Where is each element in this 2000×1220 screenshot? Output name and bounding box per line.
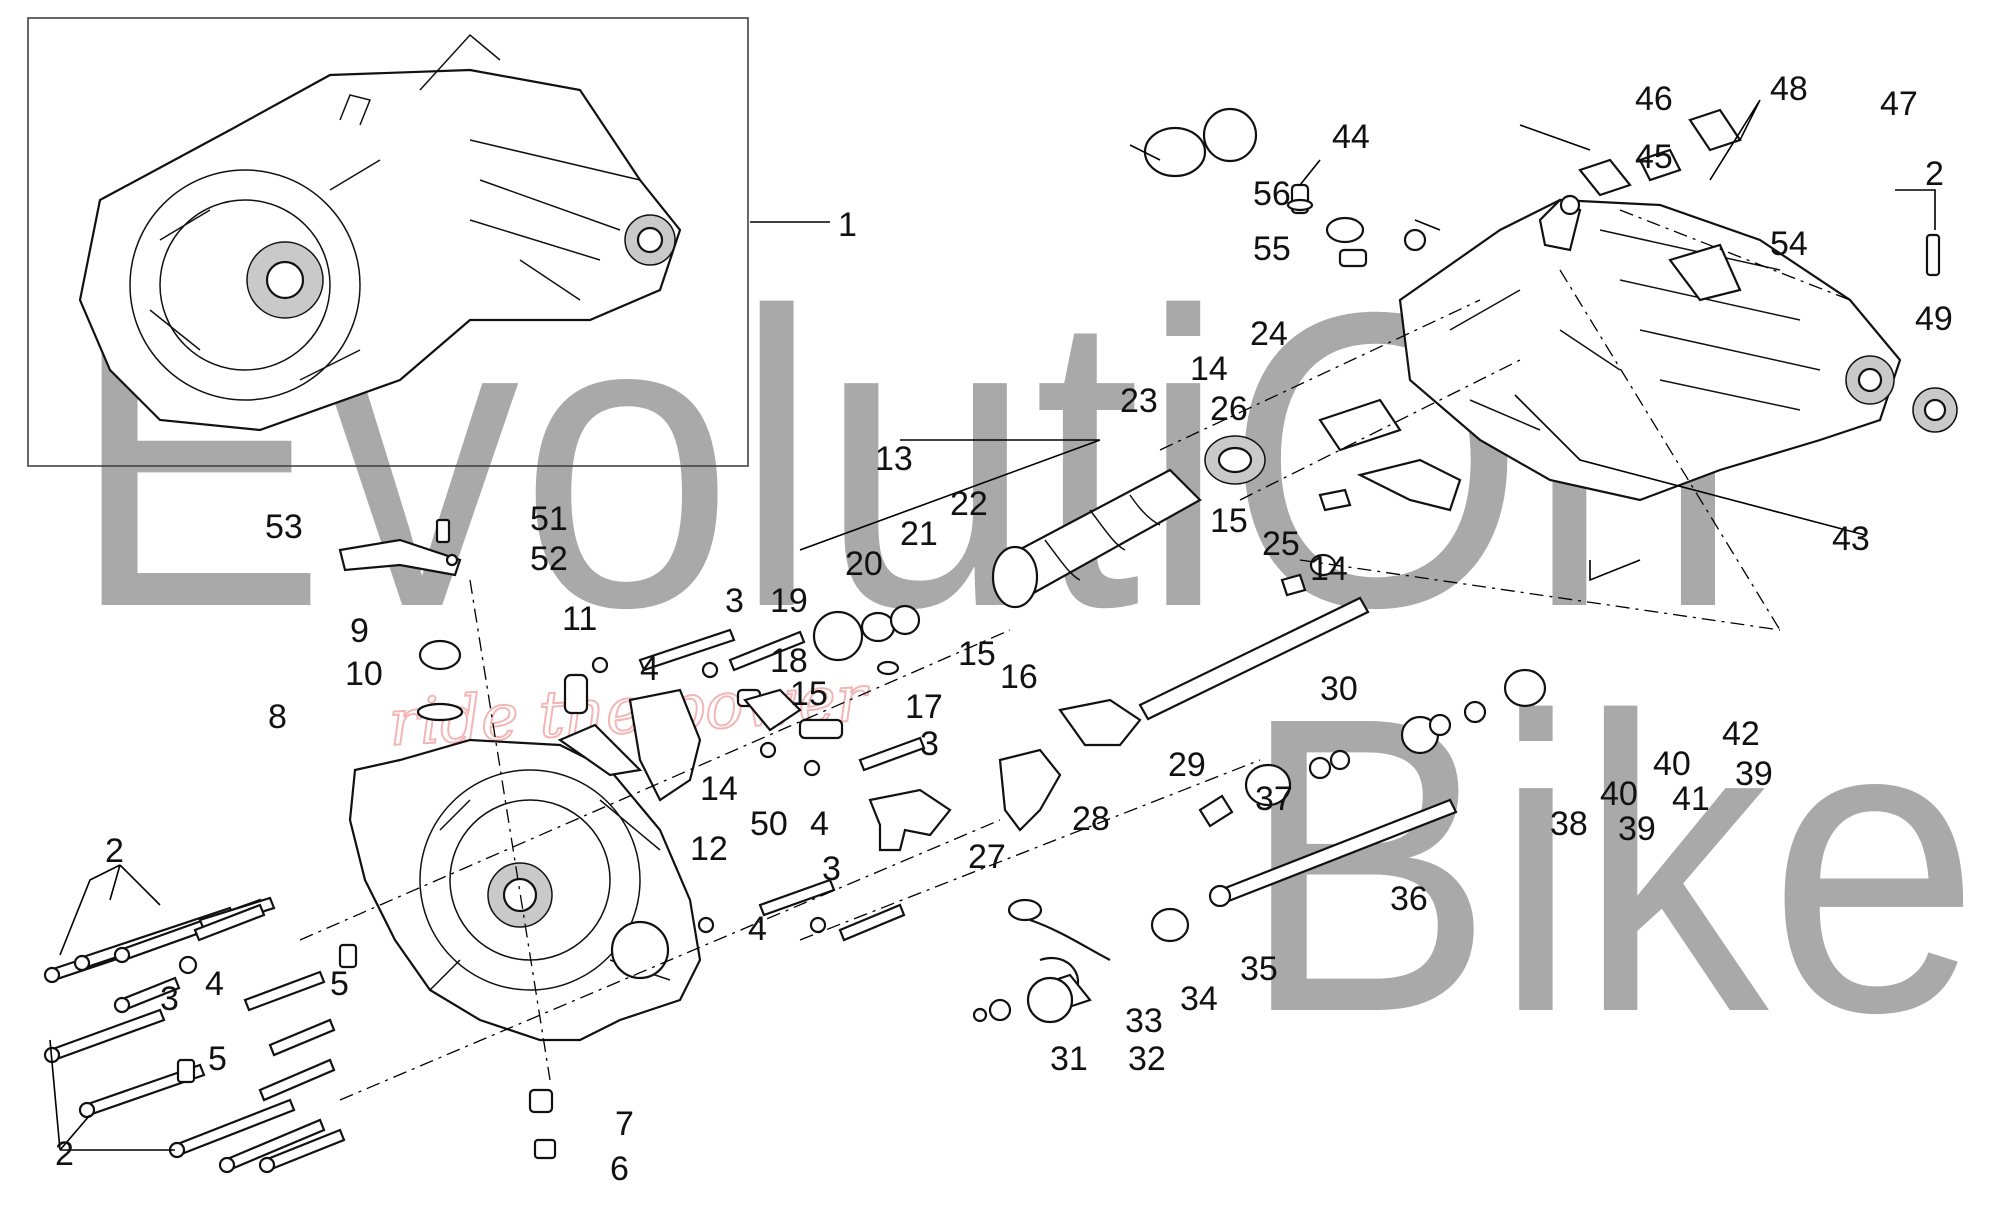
callout-28: 28 [1072, 800, 1110, 838]
callout-27: 27 [968, 838, 1006, 876]
callout-39: 39 [1735, 755, 1773, 793]
callout-55: 55 [1253, 230, 1291, 268]
callout-8: 8 [268, 698, 287, 736]
callout-3: 3 [160, 980, 179, 1018]
callout-34: 34 [1180, 980, 1218, 1018]
callout-5: 5 [208, 1040, 227, 1078]
callout-14: 14 [1190, 350, 1228, 388]
callout-50: 50 [750, 805, 788, 843]
watermark-brand-bottom: Bike [1240, 631, 1980, 1100]
callout-2: 2 [55, 1135, 74, 1173]
callout-14: 14 [700, 770, 738, 808]
callout-47: 47 [1880, 85, 1918, 123]
callout-1: 1 [838, 206, 857, 244]
callout-33: 33 [1125, 1002, 1163, 1040]
callout-45: 45 [1635, 138, 1673, 176]
callout-37: 37 [1255, 780, 1293, 818]
callout-26: 26 [1210, 390, 1248, 428]
callout-12: 12 [690, 830, 728, 868]
callout-4: 4 [205, 965, 224, 1003]
leader-lines [49, 99, 1936, 1151]
callout-49: 49 [1915, 300, 1953, 338]
callout-4: 4 [810, 805, 829, 843]
callout-7: 7 [615, 1105, 634, 1143]
callout-23: 23 [1120, 382, 1158, 420]
callout-3: 3 [725, 582, 744, 620]
callout-16: 16 [1000, 658, 1038, 696]
callout-38: 38 [1550, 805, 1588, 843]
callout-51: 51 [530, 500, 568, 538]
callout-31: 31 [1050, 1040, 1088, 1078]
callout-46: 46 [1635, 80, 1673, 118]
callout-15: 15 [790, 675, 828, 713]
callout-44: 44 [1332, 118, 1370, 156]
callout-10: 10 [345, 655, 383, 693]
callout-15: 15 [958, 635, 996, 673]
callout-19: 19 [770, 582, 808, 620]
left-cover [348, 723, 702, 1042]
callout-24: 24 [1250, 315, 1288, 353]
callout-40: 40 [1600, 775, 1638, 813]
callout-29: 29 [1168, 746, 1206, 784]
callout-25: 25 [1262, 525, 1300, 563]
callout-52: 52 [530, 540, 568, 578]
shift-drum [991, 435, 1266, 609]
callout-11: 11 [562, 600, 597, 638]
callout-32: 32 [1128, 1040, 1166, 1078]
callout-40: 40 [1653, 745, 1691, 783]
callout-30: 30 [1320, 670, 1358, 708]
callout-36: 36 [1390, 880, 1428, 918]
shift-forks [868, 698, 1142, 852]
callout-54: 54 [1770, 225, 1808, 263]
callout-48: 48 [1770, 70, 1808, 108]
callout-3: 3 [822, 850, 841, 888]
callout-5: 5 [330, 965, 349, 1003]
callout-22: 22 [950, 485, 988, 523]
callout-43: 43 [1832, 520, 1870, 558]
callout-35: 35 [1240, 950, 1278, 988]
shafts [1138, 596, 1458, 908]
callout-20: 20 [845, 545, 883, 583]
assembly-frame [27, 17, 749, 467]
callout-14: 14 [1310, 550, 1348, 588]
callout-15: 15 [1210, 502, 1248, 540]
callout-2: 2 [1925, 155, 1944, 193]
callout-labels: 1 2 2 2 3 3 3 3 4 4 4 4 5 5 6 7 8 9 10 1… [55, 70, 1953, 1188]
callout-42: 42 [1722, 715, 1760, 753]
callout-56: 56 [1253, 175, 1291, 213]
callout-9: 9 [350, 612, 369, 650]
callout-4: 4 [748, 910, 767, 948]
callout-3: 3 [920, 725, 939, 763]
callout-21: 21 [900, 515, 938, 553]
callout-18: 18 [770, 642, 808, 680]
callout-4: 4 [640, 650, 659, 688]
bolts-middle [591, 628, 926, 942]
callout-53: 53 [265, 508, 303, 546]
callout-2: 2 [105, 832, 124, 870]
right-casing [1398, 194, 1902, 502]
callout-17: 17 [905, 688, 943, 726]
callout-41: 41 [1672, 780, 1710, 818]
small-parts [338, 107, 1958, 1160]
callout-6: 6 [610, 1150, 629, 1188]
assembled-gearbox [78, 33, 682, 432]
callout-39: 39 [1618, 810, 1656, 848]
bolts-left [43, 896, 358, 1174]
alignment-lines [299, 209, 1851, 1101]
callout-13: 13 [875, 440, 913, 478]
